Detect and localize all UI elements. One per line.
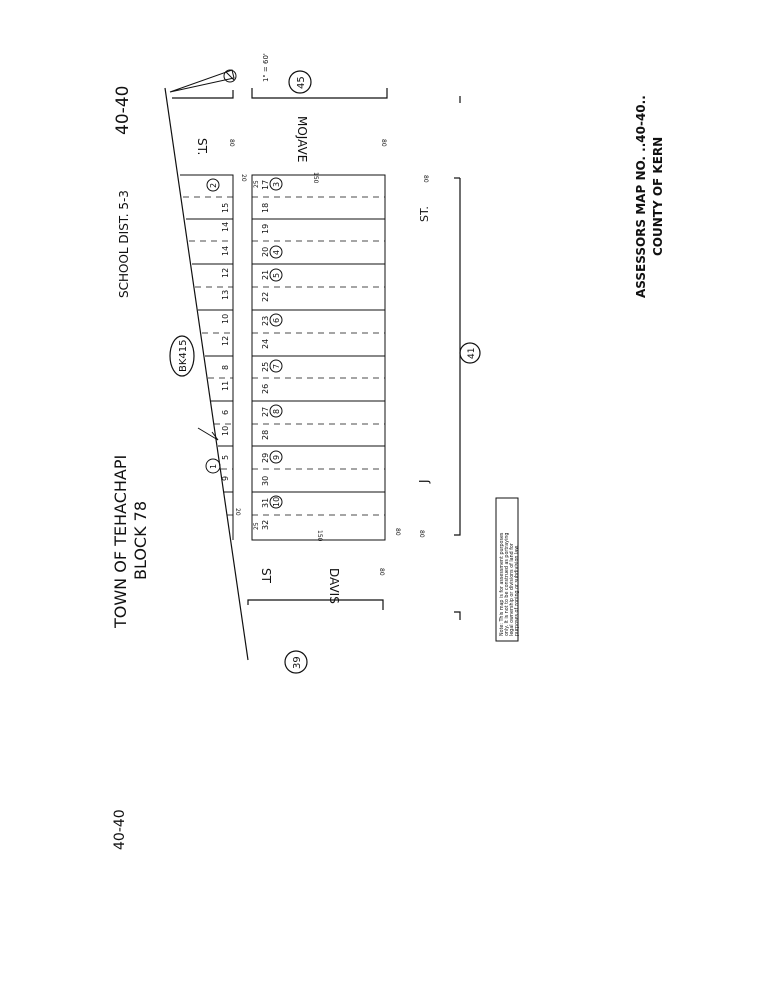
svg-text:29: 29 [261,453,270,463]
street-j: J [417,479,431,484]
svg-text:12: 12 [221,268,230,278]
svg-text:14: 14 [221,222,230,232]
north-arrow-icon [169,69,237,93]
svg-text:32: 32 [261,520,270,530]
svg-text:25: 25 [253,522,260,530]
svg-text:9: 9 [272,455,281,460]
scale-label: 1" = 60' [262,53,270,82]
svg-text:6: 6 [221,410,230,415]
adjacent-block-45-label: 45 [296,76,307,89]
svg-text:11: 11 [221,381,230,391]
svg-text:25: 25 [261,362,270,372]
svg-text:9: 9 [221,476,230,481]
svg-text:12: 12 [221,336,230,346]
svg-text:18: 18 [261,203,270,213]
lot-pointer-icon [197,427,219,441]
street-mojave-name: MOJAVE [295,116,309,162]
svg-text:5: 5 [272,273,281,278]
parcel-labels: 3 4 5 6 7 8 9 10 1 2 [209,182,281,507]
street-j-suffix: ST. [418,206,431,222]
svg-text:80: 80 [422,175,429,183]
svg-text:13: 13 [221,290,230,300]
page-code-top: 40-40 [113,86,133,135]
svg-text:15: 15 [221,203,230,213]
svg-text:6: 6 [272,318,281,323]
svg-text:80: 80 [418,530,425,538]
book-ref-label: BK415 [178,339,189,372]
svg-text:5: 5 [221,455,230,460]
svg-text:80: 80 [228,139,235,147]
school-district-label: SCHOOL DIST. 5-3 [117,190,131,298]
svg-text:10: 10 [272,497,281,507]
svg-text:purposes of zoning or subdivis: purposes of zoning or subdivision law. [514,545,520,636]
svg-text:17: 17 [261,180,270,190]
adjacent-block-45 [288,70,312,94]
svg-text:80: 80 [380,139,387,147]
svg-text:3: 3 [272,182,281,187]
svg-text:24: 24 [261,339,270,349]
svg-text:22: 22 [261,292,270,302]
svg-text:legal ownership or divisions o: legal ownership or divisions of land for [509,543,515,636]
svg-text:20: 20 [234,508,241,516]
svg-text:2: 2 [209,183,218,188]
page-code-bottom: 40-40 [112,809,128,850]
svg-text:31: 31 [261,498,270,508]
svg-text:30: 30 [261,476,270,486]
street-widths: 80 80 150 80 20 20 150 80 80 80 25 25 [228,139,429,576]
svg-text:8: 8 [221,365,230,370]
street-lines [164,87,461,661]
inner-lot-numbers: 17 18 19 20 21 22 23 24 25 26 27 28 29 3… [261,180,270,530]
svg-text:21: 21 [261,270,270,280]
adjacent-block-41-label: 41 [467,348,477,359]
svg-text:only. It is not to be construe: only. It is not to be construed as portr… [504,533,510,636]
svg-text:27: 27 [261,407,270,417]
block-lots [180,174,386,541]
svg-text:20: 20 [261,247,270,257]
svg-text:26: 26 [261,384,270,394]
note-text: Note: This map is for assessment purpose… [499,532,520,636]
svg-text:10: 10 [221,314,230,324]
svg-text:25: 25 [253,180,260,188]
svg-text:8: 8 [272,409,281,414]
svg-text:Note: This map is for assessme: Note: This map is for assessment purpose… [499,532,505,636]
book-ref-oval [169,335,195,377]
adjacent-block-39-label: 39 [292,656,303,669]
county-title: COUNTY OF KERN [651,137,665,256]
svg-text:28: 28 [261,430,270,440]
adjacent-block-39 [284,650,308,674]
svg-text:7: 7 [272,364,281,369]
lot-dashes [183,196,385,516]
block-title: BLOCK 78 [131,501,150,580]
svg-text:10: 10 [221,426,230,436]
town-title: TOWN OF TEHACHAPI [111,455,130,629]
street-mojave-st: ST. [195,138,209,155]
assessor-map-title: ASSESSORS MAP NO. ..40-40.. [634,95,648,298]
svg-text:1: 1 [209,464,218,469]
svg-text:80: 80 [378,568,385,576]
street-davis-name: DAVIS [327,568,341,604]
street-davis-st: ST [259,568,273,584]
svg-text:23: 23 [261,316,270,326]
svg-text:150: 150 [312,172,319,184]
svg-text:19: 19 [261,224,270,234]
svg-text:20: 20 [240,174,247,182]
outer-lot-numbers-2: 14 12 10 8 6 5 [221,222,230,460]
note-box [495,497,519,642]
svg-text:4: 4 [272,250,281,255]
svg-text:150: 150 [316,530,323,542]
outer-lot-numbers: 15 14 13 12 11 10 9 [221,203,230,481]
svg-text:80: 80 [394,528,401,536]
parcel-circles [205,177,283,509]
svg-text:14: 14 [221,246,230,256]
